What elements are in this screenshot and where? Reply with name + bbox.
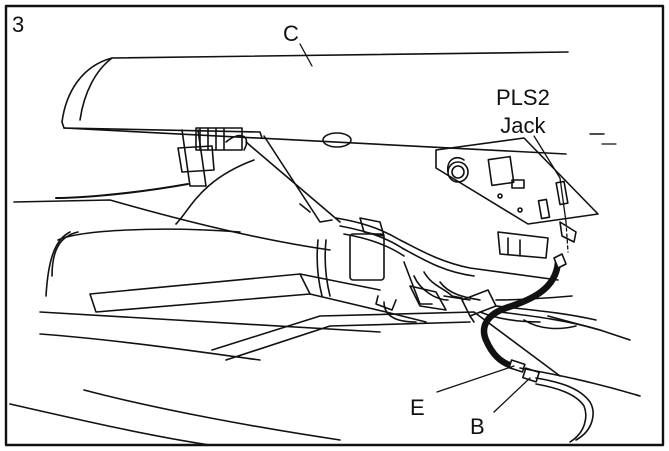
figure-border: [4, 4, 665, 447]
control-board: [435, 137, 599, 243]
figure-number: 3: [12, 12, 25, 37]
callout-pls2-line2: Jack: [500, 113, 546, 138]
callout-c: C: [283, 21, 299, 46]
hood-bracket: [55, 127, 352, 225]
black-cable: [480, 258, 562, 370]
callout-pls2-line1: PLS2: [496, 85, 550, 110]
motor-hood-c: [61, 51, 617, 155]
connectors: [508, 359, 641, 443]
callout-e: E: [410, 395, 425, 420]
base-tray: [9, 199, 631, 446]
callout-pls2-jack: PLS2 Jack: [496, 84, 550, 140]
leader-lines: [299, 43, 569, 413]
callout-b: B: [470, 414, 485, 439]
